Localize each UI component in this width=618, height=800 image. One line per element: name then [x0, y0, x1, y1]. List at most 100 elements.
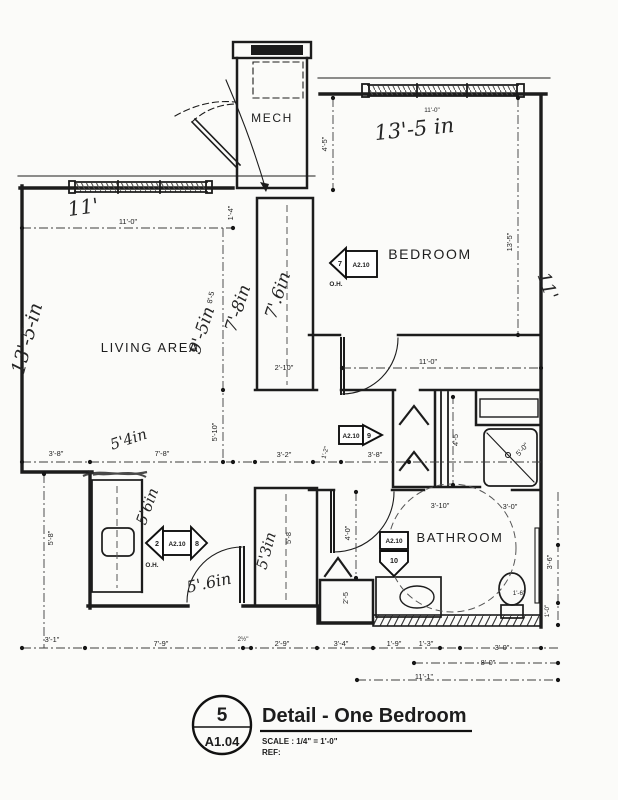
- tag-hall-sheet: A2.10: [342, 433, 359, 440]
- living-window: [68, 180, 213, 194]
- bathroom-label: BATHROOM: [417, 530, 504, 545]
- dim-vest-4-0: 4'-0": [343, 525, 352, 540]
- hatched-wall-band: [372, 614, 542, 627]
- hw-kitchen-5-6: 5'6in: [132, 486, 162, 528]
- room-labels: LIVING AREA BEDROOM MECH BATHROOM: [101, 111, 504, 545]
- dim-bot-1-9: 1'-9": [387, 639, 402, 648]
- bath-vanity: [375, 576, 442, 618]
- dim-bot-3-0: 3'-0": [495, 643, 510, 652]
- bedroom-door: [340, 337, 399, 395]
- shower-drain: [504, 451, 512, 459]
- detail-bubble: [191, 694, 253, 756]
- detail-title: Detail - One Bedroom: [262, 705, 466, 727]
- dim-chain-1-2: 1'-2": [321, 446, 331, 460]
- tag-bedroom-num: 7: [338, 259, 342, 268]
- closet-hook-symbols: [323, 404, 430, 578]
- interior-walls: [235, 56, 543, 625]
- dimension-nodes: [19, 95, 561, 683]
- detail-number: 5: [217, 705, 228, 726]
- hw-closet-7-6: 7'.6in: [261, 269, 295, 321]
- mech-label: MECH: [251, 111, 293, 125]
- dim-bedroom-top-small: 11'-0": [424, 107, 440, 114]
- hw-right-11: 11': [533, 269, 562, 302]
- bathroom-door: [330, 491, 395, 553]
- tag-bedroom-sheet: A2.10: [352, 262, 369, 269]
- dimension-lines: [22, 98, 559, 681]
- hw-mid-9-5: 9'-5in: [185, 304, 219, 356]
- hw-top-left-11: 11': [66, 193, 100, 221]
- dim-bot-11-1: 11'-1": [415, 672, 434, 681]
- bedroom-label: BEDROOM: [388, 246, 472, 262]
- dim-jamb: 1'-4": [226, 205, 235, 220]
- hw-closetA-5-3: 5'3in: [253, 530, 280, 571]
- dim-bot-2-9: 2'-9": [275, 639, 290, 648]
- printed-dimensions: 11'-0" 1'-4" 8'-5 5'-10" 2'-10" 3'-8" 7'…: [45, 107, 554, 681]
- dim-closet-2-10: 2'-10": [275, 363, 294, 372]
- toilet: [498, 572, 526, 619]
- dim-toilet-1-6: 1'-6": [513, 590, 526, 597]
- dim-bot-2half: 2½": [238, 635, 249, 643]
- tag-bedroom-note: O.H.: [329, 281, 342, 288]
- vanity-sink: [399, 585, 435, 609]
- detail-tag-bedroom-head: 7 A2.10 O.H.: [328, 245, 378, 288]
- dim-bath-3-10: 3'-10": [431, 501, 450, 510]
- dim-right-3-6: 3'-6": [545, 554, 554, 569]
- hw-mid-7-8: 7'-8in: [221, 282, 255, 334]
- dim-kitchen-5-8: 5'-8": [46, 530, 55, 545]
- dim-mid-5-10: 5'-10": [210, 422, 219, 441]
- dim-right-1-0: 1'-0": [544, 605, 551, 618]
- mech-door: [174, 101, 242, 170]
- dim-chain-7-8: 7'-8": [155, 449, 170, 458]
- dim-chain-3-2: 3'-2": [277, 450, 292, 459]
- dim-bedroom-bottom: 11'-0": [419, 357, 438, 366]
- detail-tag-kitchen: 2 A2.10 8 O.H.: [144, 524, 209, 569]
- dim-chain-3-8-b: 3'-8": [368, 450, 383, 459]
- tag-bath-num: 10: [390, 556, 398, 565]
- shelf-counter: [479, 398, 539, 418]
- exterior-face-lines: [17, 77, 551, 177]
- dim-bath-3-0: 3'-0": [503, 502, 518, 511]
- living-area-label: LIVING AREA: [101, 340, 200, 355]
- dim-linen-4-5: 4'-5: [451, 434, 460, 446]
- bedroom-window: [361, 83, 525, 98]
- dim-bot-3-4: 3'-4": [334, 639, 349, 648]
- tag-kitchen-left-num: 2: [155, 539, 159, 548]
- tag-bath-sheet: A2.10: [385, 538, 402, 545]
- tag-kitchen-right-num: 8: [195, 539, 199, 548]
- dim-closetB-2-5: 2'-5: [341, 592, 350, 604]
- dim-bot-3-1: 3'-1": [45, 635, 60, 644]
- title-block: 5 A1.04 Detail - One Bedroom SCALE : 1/4…: [191, 694, 472, 757]
- dim-closetA-5-8: 5'-8: [284, 532, 293, 544]
- hw-kitchen-5-4: 5'4in: [108, 425, 149, 454]
- dim-living-top: 11'-0": [119, 217, 138, 226]
- tag-hall-num: 9: [367, 431, 371, 440]
- mech-equipment-dashed: [252, 61, 304, 99]
- hw-entry-5-6: 5'.6in: [185, 569, 233, 597]
- kitchen-counter: [91, 478, 144, 594]
- kitchen-sink: [101, 527, 135, 557]
- dim-bot-8-0: 8'-0": [481, 658, 496, 667]
- dim-chain-3-8-a: 3'-8": [49, 449, 64, 458]
- mech-shaft: [231, 40, 313, 99]
- hw-left-13-5: 13'-5-in: [7, 301, 47, 377]
- entry-door: [186, 546, 245, 603]
- dim-mech-4-5: 4'-5": [320, 136, 329, 151]
- dim-bot-1-3: 1'-3": [419, 639, 434, 648]
- dim-shower-5-0: 5'-0": [514, 441, 531, 458]
- pencil-scribble: [82, 470, 148, 478]
- hw-top-right-13-5: 13'-5 in: [373, 113, 455, 145]
- detail-tag-bath: A2.10 10: [379, 531, 409, 578]
- closet-centerlines: [285, 205, 288, 600]
- grab-bar: [534, 527, 540, 604]
- shower: [483, 428, 538, 487]
- tag-kitchen-note: O.H.: [145, 562, 158, 569]
- scale-note: SCALE : 1/4" = 1'-0": [262, 737, 338, 746]
- dim-bedroom-right: 13'-5": [505, 232, 514, 251]
- leader-arrow: [225, 79, 269, 192]
- dim-bot-7-9: 7'-9": [154, 639, 169, 648]
- tag-kitchen-sheet: A2.10: [168, 541, 185, 548]
- dim-closet-8-5: 8'-5: [205, 291, 216, 305]
- exterior-walls: [18, 92, 548, 629]
